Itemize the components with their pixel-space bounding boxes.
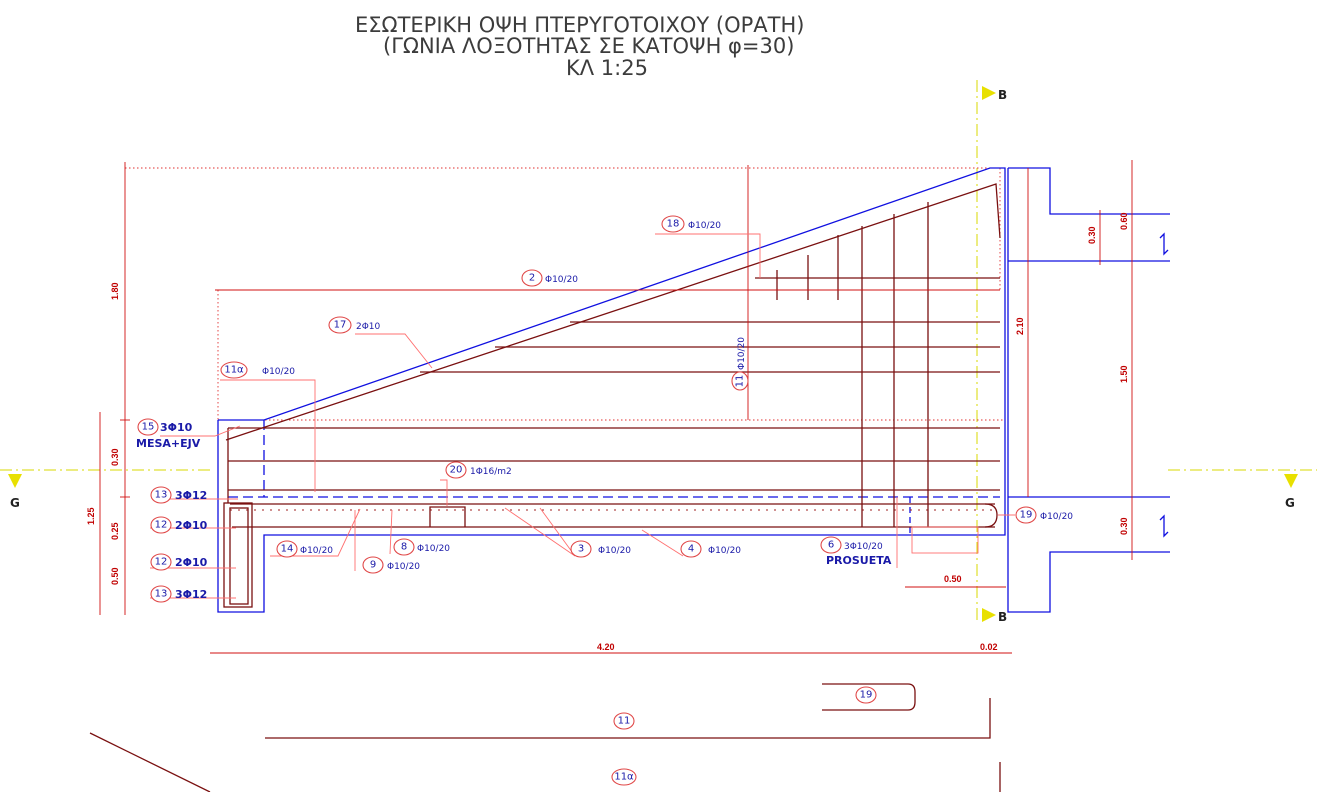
svg-text:Φ10/20: Φ10/20 (598, 546, 631, 556)
label-bar-12-top: 12 2Φ10 (150, 516, 208, 534)
svg-text:MESA+EJV: MESA+EJV (136, 437, 201, 450)
label-bar-6: 6 3Φ10/20 PROSUETA (820, 536, 892, 567)
svg-text:3Φ12: 3Φ12 (175, 489, 207, 502)
svg-text:Φ10/20: Φ10/20 (688, 221, 721, 231)
section-b-top-label: B (998, 88, 1007, 102)
label-bar-14: 14 Φ10/20 (276, 540, 333, 558)
svg-text:8: 8 (401, 542, 407, 553)
title-line-3: ΚΛ 1:25 (566, 56, 648, 80)
svg-text:9: 9 (370, 560, 376, 571)
drawing-title: ΕΣΩΤΕΡΙΚΗ ΟΨΗ ΠΤΕΡΥΓΟΤΟΙΧΟΥ (ΟΡΑΤΗ) (ΓΩΝ… (355, 13, 804, 80)
svg-text:3: 3 (578, 544, 584, 555)
svg-text:Φ10/20: Φ10/20 (417, 544, 450, 554)
reinforcement-bars (223, 183, 1001, 608)
svg-text:20: 20 (450, 465, 463, 476)
svg-text:Φ10/20: Φ10/20 (1040, 512, 1073, 522)
dim-right-030-bottom: 0.30 (1119, 517, 1129, 535)
label-bar-12-bottom: 12 2Φ10 (150, 553, 208, 571)
section-g-left-label: G (10, 496, 20, 510)
svg-text:3Φ10/20: 3Φ10/20 (844, 542, 883, 552)
svg-text:3Φ10: 3Φ10 (160, 421, 193, 434)
section-line-g: G G (0, 469, 1317, 510)
shape-19-label: 19 (860, 690, 873, 701)
svg-text:12: 12 (155, 520, 168, 531)
bar-labels: 2 Φ10/20 18 Φ10/20 17 2Φ10 11α Φ10/20 11… (136, 215, 1073, 603)
dim-h-050: 0.50 (110, 567, 120, 585)
svg-text:PROSUETA: PROSUETA (826, 554, 892, 567)
title-line-1: ΕΣΩΤΕΡΙΚΗ ΟΨΗ ΠΤΕΡΥΓΟΤΟΙΧΟΥ (ΟΡΑΤΗ) (355, 13, 804, 37)
section-g-right-arrow-icon (1284, 474, 1298, 488)
dim-h-025: 0.25 (110, 522, 120, 540)
dimensions: 1.80 0.30 1.25 0.25 0.50 4.20 0.02 0.50 … (86, 160, 1133, 654)
section-line-b: B B (976, 80, 1007, 624)
label-bar-18: 18 Φ10/20 (661, 215, 721, 233)
dim-height-total: 1.80 (110, 282, 120, 300)
label-bar-13-bottom: 13 3Φ12 (150, 585, 207, 603)
svg-text:11α: 11α (224, 365, 244, 376)
svg-text:2Φ10: 2Φ10 (356, 322, 381, 332)
dim-width-small: 0.02 (980, 642, 998, 652)
label-bar-19: 19 Φ10/20 (1015, 506, 1073, 524)
shape-11-label: 11 (618, 716, 631, 727)
svg-text:1Φ16/m2: 1Φ16/m2 (470, 467, 512, 477)
dim-width-total: 4.20 (597, 642, 615, 652)
label-bar-8: 8 Φ10/20 (393, 538, 450, 556)
bar-shapes: 19 11 11α (89, 683, 1001, 792)
section-b-bottom-label: B (998, 610, 1007, 624)
dim-w-050: 0.50 (944, 574, 962, 584)
svg-text:14: 14 (281, 544, 294, 555)
svg-text:2: 2 (529, 273, 535, 284)
label-bar-15: 15 3Φ10 MESA+EJV (136, 418, 201, 450)
section-g-right-label: G (1285, 496, 1295, 510)
dim-right-030-top: 0.30 (1087, 226, 1097, 244)
label-bar-11: 11 Φ10/20 (731, 337, 749, 391)
svg-text:Φ10/20: Φ10/20 (262, 367, 295, 377)
svg-text:2Φ10: 2Φ10 (175, 556, 208, 569)
svg-text:Φ10/20: Φ10/20 (545, 275, 578, 285)
reference-lines (125, 167, 1005, 421)
svg-text:Φ10/20: Φ10/20 (737, 337, 747, 370)
svg-text:13: 13 (155, 490, 168, 501)
label-bar-13-top: 13 3Φ12 (150, 486, 207, 504)
svg-text:18: 18 (667, 219, 680, 230)
dim-right-150: 1.50 (1119, 365, 1129, 383)
dim-right-210: 2.10 (1015, 317, 1025, 335)
svg-text:Φ10/20: Φ10/20 (387, 562, 420, 572)
section-g-left-arrow-icon (8, 474, 22, 488)
label-bar-20: 20 1Φ16/m2 (445, 461, 512, 479)
leader-lines (150, 233, 1015, 599)
svg-text:3Φ12: 3Φ12 (175, 588, 207, 601)
svg-text:15: 15 (142, 422, 155, 433)
dim-right-060: 0.60 (1119, 212, 1129, 230)
svg-text:4: 4 (688, 544, 694, 555)
svg-text:19: 19 (1020, 510, 1033, 521)
svg-text:13: 13 (155, 589, 168, 600)
section-b-top-arrow-icon (982, 86, 996, 100)
dim-h-125: 1.25 (86, 507, 96, 525)
label-bar-11a: 11α Φ10/20 (220, 361, 295, 379)
dim-h-030: 0.30 (110, 448, 120, 466)
label-bar-3: 3 Φ10/20 (570, 540, 631, 558)
svg-text:2Φ10: 2Φ10 (175, 519, 208, 532)
section-b-bottom-arrow-icon (982, 608, 996, 622)
wall-outline (217, 167, 1170, 613)
svg-text:11: 11 (735, 375, 746, 388)
svg-text:12: 12 (155, 557, 168, 568)
title-line-2: (ΓΩΝΙΑ ΛΟΞΟΤΗΤΑΣ ΣΕ ΚΑΤΟΨΗ φ=30) (383, 34, 794, 58)
label-bar-9: 9 Φ10/20 (362, 556, 420, 574)
shape-11a-label: 11α (614, 772, 634, 783)
label-bar-4: 4 Φ10/20 (680, 540, 741, 558)
svg-text:Φ10/20: Φ10/20 (708, 546, 741, 556)
svg-text:6: 6 (828, 540, 834, 551)
label-bar-17: 17 2Φ10 (328, 316, 381, 334)
svg-text:Φ10/20: Φ10/20 (300, 546, 333, 556)
svg-text:17: 17 (334, 320, 347, 331)
label-bar-2: 2 Φ10/20 (521, 269, 578, 287)
